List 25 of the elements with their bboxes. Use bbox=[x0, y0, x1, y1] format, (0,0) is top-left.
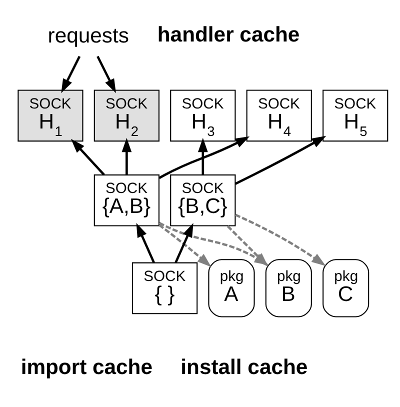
node-box: SOCK H$_{2}$ bbox=[94, 90, 160, 142]
arrow bbox=[234, 136, 326, 185]
arrow bbox=[198, 138, 208, 175]
arrow bbox=[70, 138, 105, 176]
arrow bbox=[158, 136, 250, 179]
node-box: pkg B bbox=[265, 259, 312, 318]
arrow bbox=[122, 138, 132, 175]
node-box: SOCK {B,C} bbox=[170, 174, 236, 226]
node-box: SOCK H$_{1}$ bbox=[18, 90, 84, 142]
arrow bbox=[158, 224, 212, 267]
node-box: pkg A bbox=[208, 259, 255, 318]
node-box: SOCK { } bbox=[132, 262, 198, 314]
node-box: SOCK H$_{4}$ bbox=[246, 90, 312, 142]
arrow bbox=[61, 56, 81, 94]
arrow bbox=[96, 56, 116, 94]
arrow bbox=[136, 222, 155, 264]
node-box: SOCK H$_{5}$ bbox=[322, 90, 388, 142]
node-box: pkg C bbox=[322, 259, 370, 318]
label: install cache bbox=[180, 356, 308, 379]
node-text: requests bbox=[48, 24, 129, 48]
arrow bbox=[174, 222, 194, 264]
label: handler cache bbox=[157, 24, 300, 47]
node-box: SOCK H$_{3}$ bbox=[170, 90, 236, 142]
label: import cache bbox=[20, 356, 153, 379]
node-box: SOCK {A,B} bbox=[94, 174, 160, 226]
